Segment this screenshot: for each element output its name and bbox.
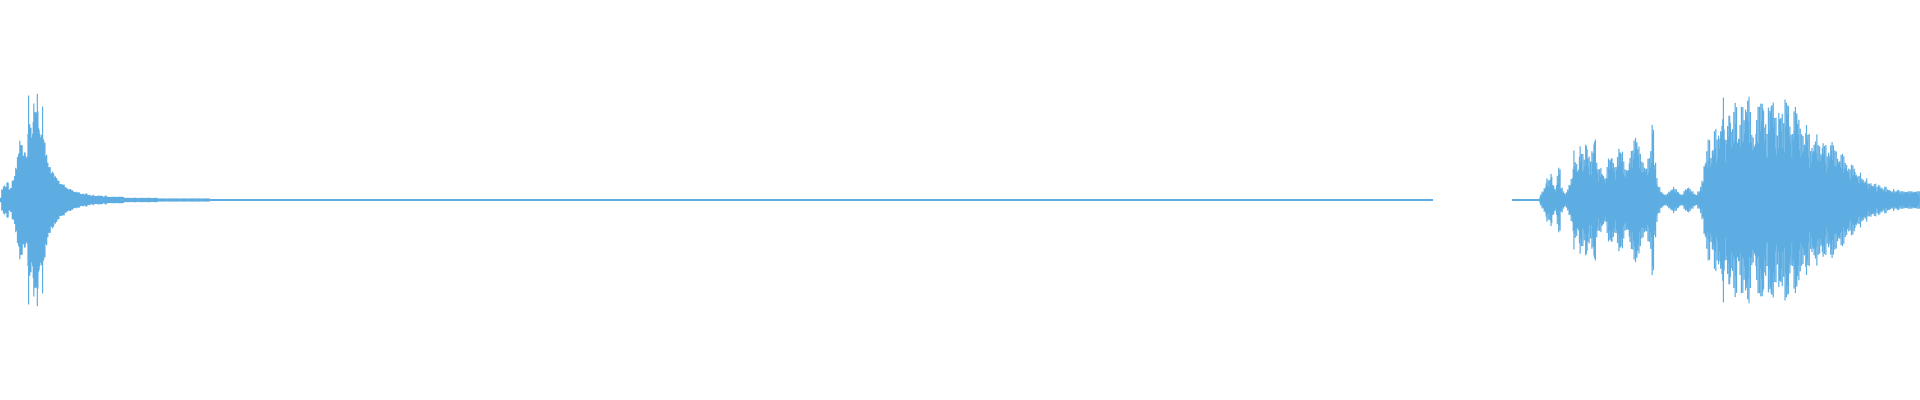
clip-1-waveform <box>0 93 211 307</box>
clip-2-waveform <box>1539 96 1920 304</box>
